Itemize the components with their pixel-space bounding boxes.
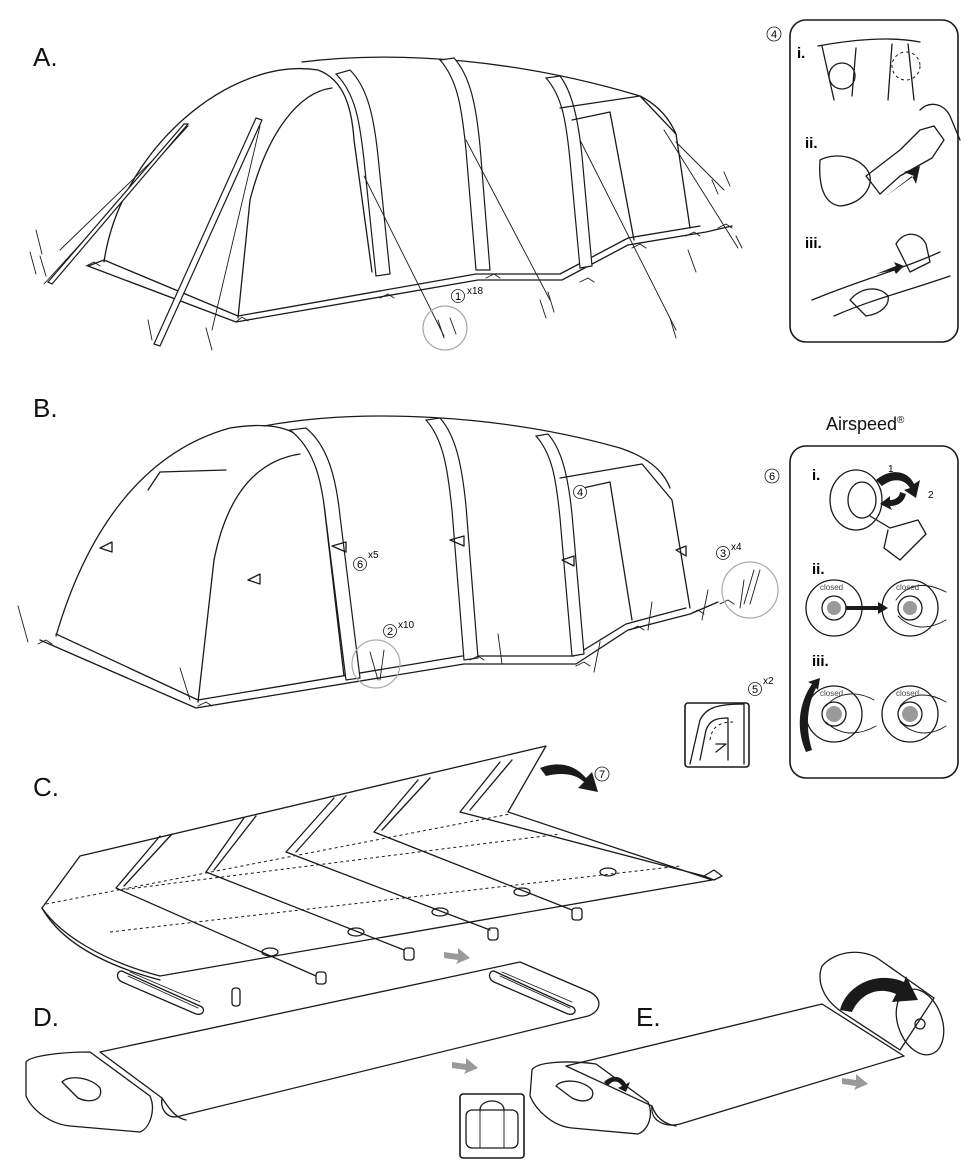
step-3-number: 3 <box>720 548 726 560</box>
section-a-label: A. <box>33 42 58 72</box>
panel-step-4: 4 i. ii. iii. <box>766 19 961 343</box>
panel-step-6: 6 i. ii. iii. 1 2 closed closed closed <box>764 445 959 779</box>
tent-b-illustration: 2 x10 3 x4 4 6 x5 <box>17 415 779 709</box>
step-4-number: 4 <box>577 487 583 499</box>
section-b-label: B. <box>33 393 58 423</box>
step-6-multiplier: x5 <box>368 550 379 561</box>
valve-closed-label-1: closed <box>820 583 843 592</box>
groundsheet-illustration: 7 <box>41 745 723 1007</box>
registered-mark: ® <box>897 415 905 426</box>
valve-closed-label-2: closed <box>896 583 919 592</box>
section-d-label: D. <box>33 1002 59 1032</box>
step-5-number: 5 <box>752 684 758 696</box>
rotation-step-2: 2 <box>928 490 934 501</box>
panel-4-iii: iii. <box>805 235 822 252</box>
section-c-label: C. <box>33 772 59 802</box>
rolling-illustration <box>529 951 945 1135</box>
step-1-multiplier: x18 <box>467 286 484 297</box>
step-2-multiplier: x10 <box>398 620 415 631</box>
valve-closed-label-3: closed <box>820 689 843 698</box>
step-1-number: 1 <box>455 291 461 303</box>
rotation-step-1: 1 <box>888 464 894 475</box>
panel-6-iii: iii. <box>812 653 829 670</box>
panel-4-i: i. <box>797 45 805 62</box>
valve-closed-label-4: closed <box>896 689 919 698</box>
step-3-multiplier: x4 <box>731 542 742 553</box>
step-6-number: 6 <box>357 559 363 571</box>
brand-name: Airspeed <box>826 414 898 434</box>
step-2-number: 2 <box>387 626 393 638</box>
airspeed-brand-title: Airspeed® <box>826 414 904 435</box>
panel-step-4-number: 4 <box>771 29 777 41</box>
step-5-inset: 5 x2 <box>684 676 774 768</box>
tent-a-illustration: 1 x18 <box>29 56 743 351</box>
section-e-label: E. <box>636 1002 661 1032</box>
panel-6-i: i. <box>812 467 820 484</box>
panel-step-6-number: 6 <box>769 471 775 483</box>
panel-4-ii: ii. <box>805 135 818 152</box>
step-5-multiplier: x2 <box>763 676 774 687</box>
folded-sheet-illustration <box>25 961 600 1159</box>
panel-6-ii: ii. <box>812 561 825 578</box>
step-7-number: 7 <box>599 769 605 781</box>
